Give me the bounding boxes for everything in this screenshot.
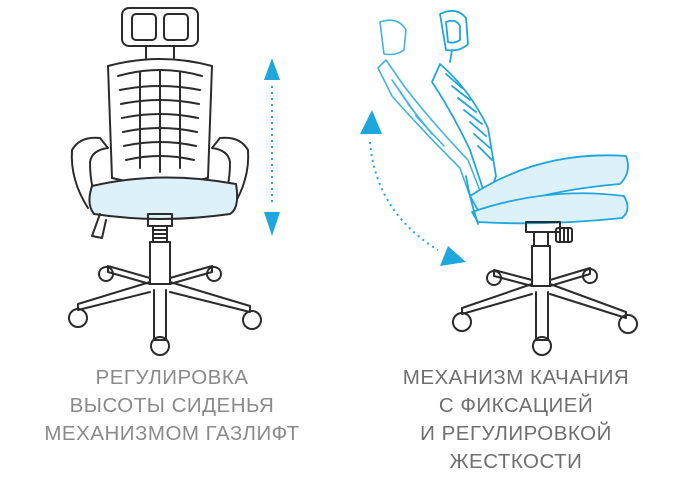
seat: [88, 176, 239, 220]
star-base: [461, 267, 627, 341]
caption-line: РЕГУЛИРОВКА: [95, 366, 249, 389]
curved-double-arrow-icon: [360, 110, 466, 266]
office-chair-front-view: [68, 7, 262, 356]
armrests: [70, 136, 250, 209]
casters: [68, 266, 262, 356]
office-chair-side-view: [377, 9, 638, 356]
backrest: [431, 63, 497, 193]
caption-line: МЕХАНИЗМОМ ГАЗЛИФТ: [44, 422, 300, 445]
caption-line: С ФИКСАЦИЕЙ: [438, 394, 594, 417]
caption-tilt-mechanism: МЕХАНИЗМ КАЧАНИЯ С ФИКСАЦИЕЙ И РЕГУЛИРОВ…: [344, 364, 688, 476]
gas-lift: [531, 231, 551, 287]
tension-knob: [525, 221, 573, 243]
headrest: [121, 7, 199, 59]
caption-line: И РЕГУЛИРОВКОЙ: [420, 422, 612, 445]
casters: [452, 268, 638, 356]
double-vertical-arrow-icon: [264, 58, 280, 236]
star-base: [77, 265, 251, 341]
caption-line: МЕХАНИЗМ КАЧАНИЯ: [402, 366, 630, 389]
caption-height-adjustment: РЕГУЛИРОВКА ВЫСОТЫ СИДЕНЬЯ МЕХАНИЗМОМ ГА…: [0, 364, 344, 448]
reclined-ghost: [377, 19, 483, 203]
backrest: [107, 58, 213, 185]
caption-line: ВЫСОТЫ СИДЕНЬЯ: [69, 394, 275, 417]
headrest: [439, 9, 469, 63]
gas-lift: [149, 225, 171, 285]
caption-line: ЖЕСТКОСТИ: [449, 450, 583, 473]
chair-illustrations: [68, 7, 638, 356]
seat: [465, 154, 629, 225]
